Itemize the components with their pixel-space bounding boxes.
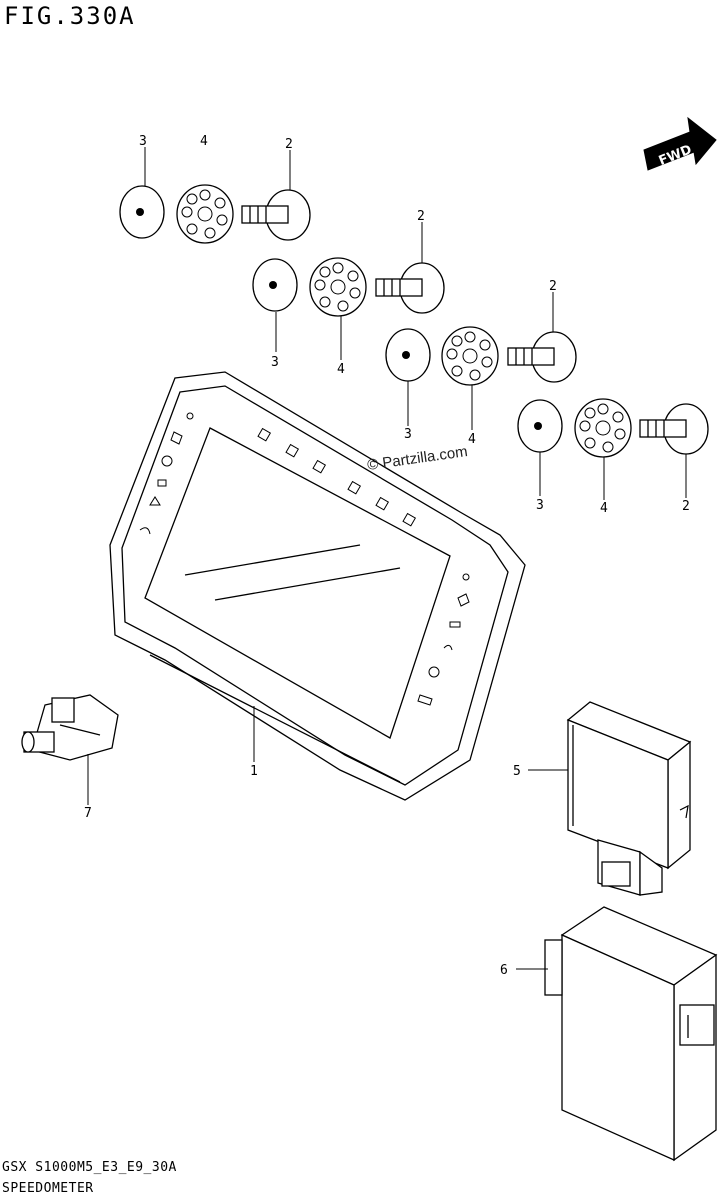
callout-4: 4 [468, 432, 476, 447]
callout-4: 4 [600, 501, 608, 516]
sensor-part-7 [21, 694, 119, 761]
cover-part-6 [544, 906, 718, 1162]
callout-1: 1 [250, 764, 258, 779]
callout-2: 2 [285, 137, 293, 152]
callout-3: 3 [536, 498, 544, 513]
callout-5: 5 [513, 764, 521, 779]
watermark: © Partzilla.com [366, 443, 468, 474]
callout-2: 2 [682, 499, 690, 514]
callout-numbers: 3 4 2 2 3 4 2 3 4 3 4 2 1 7 5 6 [84, 134, 690, 978]
figure-code: GSX S1000M5_E3_E9_30A [2, 1160, 177, 1175]
callout-3: 3 [404, 427, 412, 442]
callout-6: 6 [500, 963, 508, 978]
mount-set-1 [119, 184, 311, 244]
callout-3: 3 [271, 355, 279, 370]
fwd-arrow-icon: FWD [643, 116, 717, 171]
mount-set-4 [517, 398, 709, 458]
speedometer-assembly [109, 371, 526, 801]
callout-4: 4 [200, 134, 208, 149]
mount-set-2 [252, 257, 445, 317]
callout-2: 2 [417, 209, 425, 224]
mount-set-3 [385, 326, 577, 386]
callout-4: 4 [337, 362, 345, 377]
figure-caption: SPEEDOMETER [2, 1181, 94, 1196]
callout-2: 2 [549, 279, 557, 294]
figure-title: FIG.330A [4, 2, 136, 30]
leader-lines [87, 147, 687, 970]
callout-7: 7 [84, 806, 92, 821]
callout-3: 3 [139, 134, 147, 149]
control-unit-5 [566, 701, 692, 896]
